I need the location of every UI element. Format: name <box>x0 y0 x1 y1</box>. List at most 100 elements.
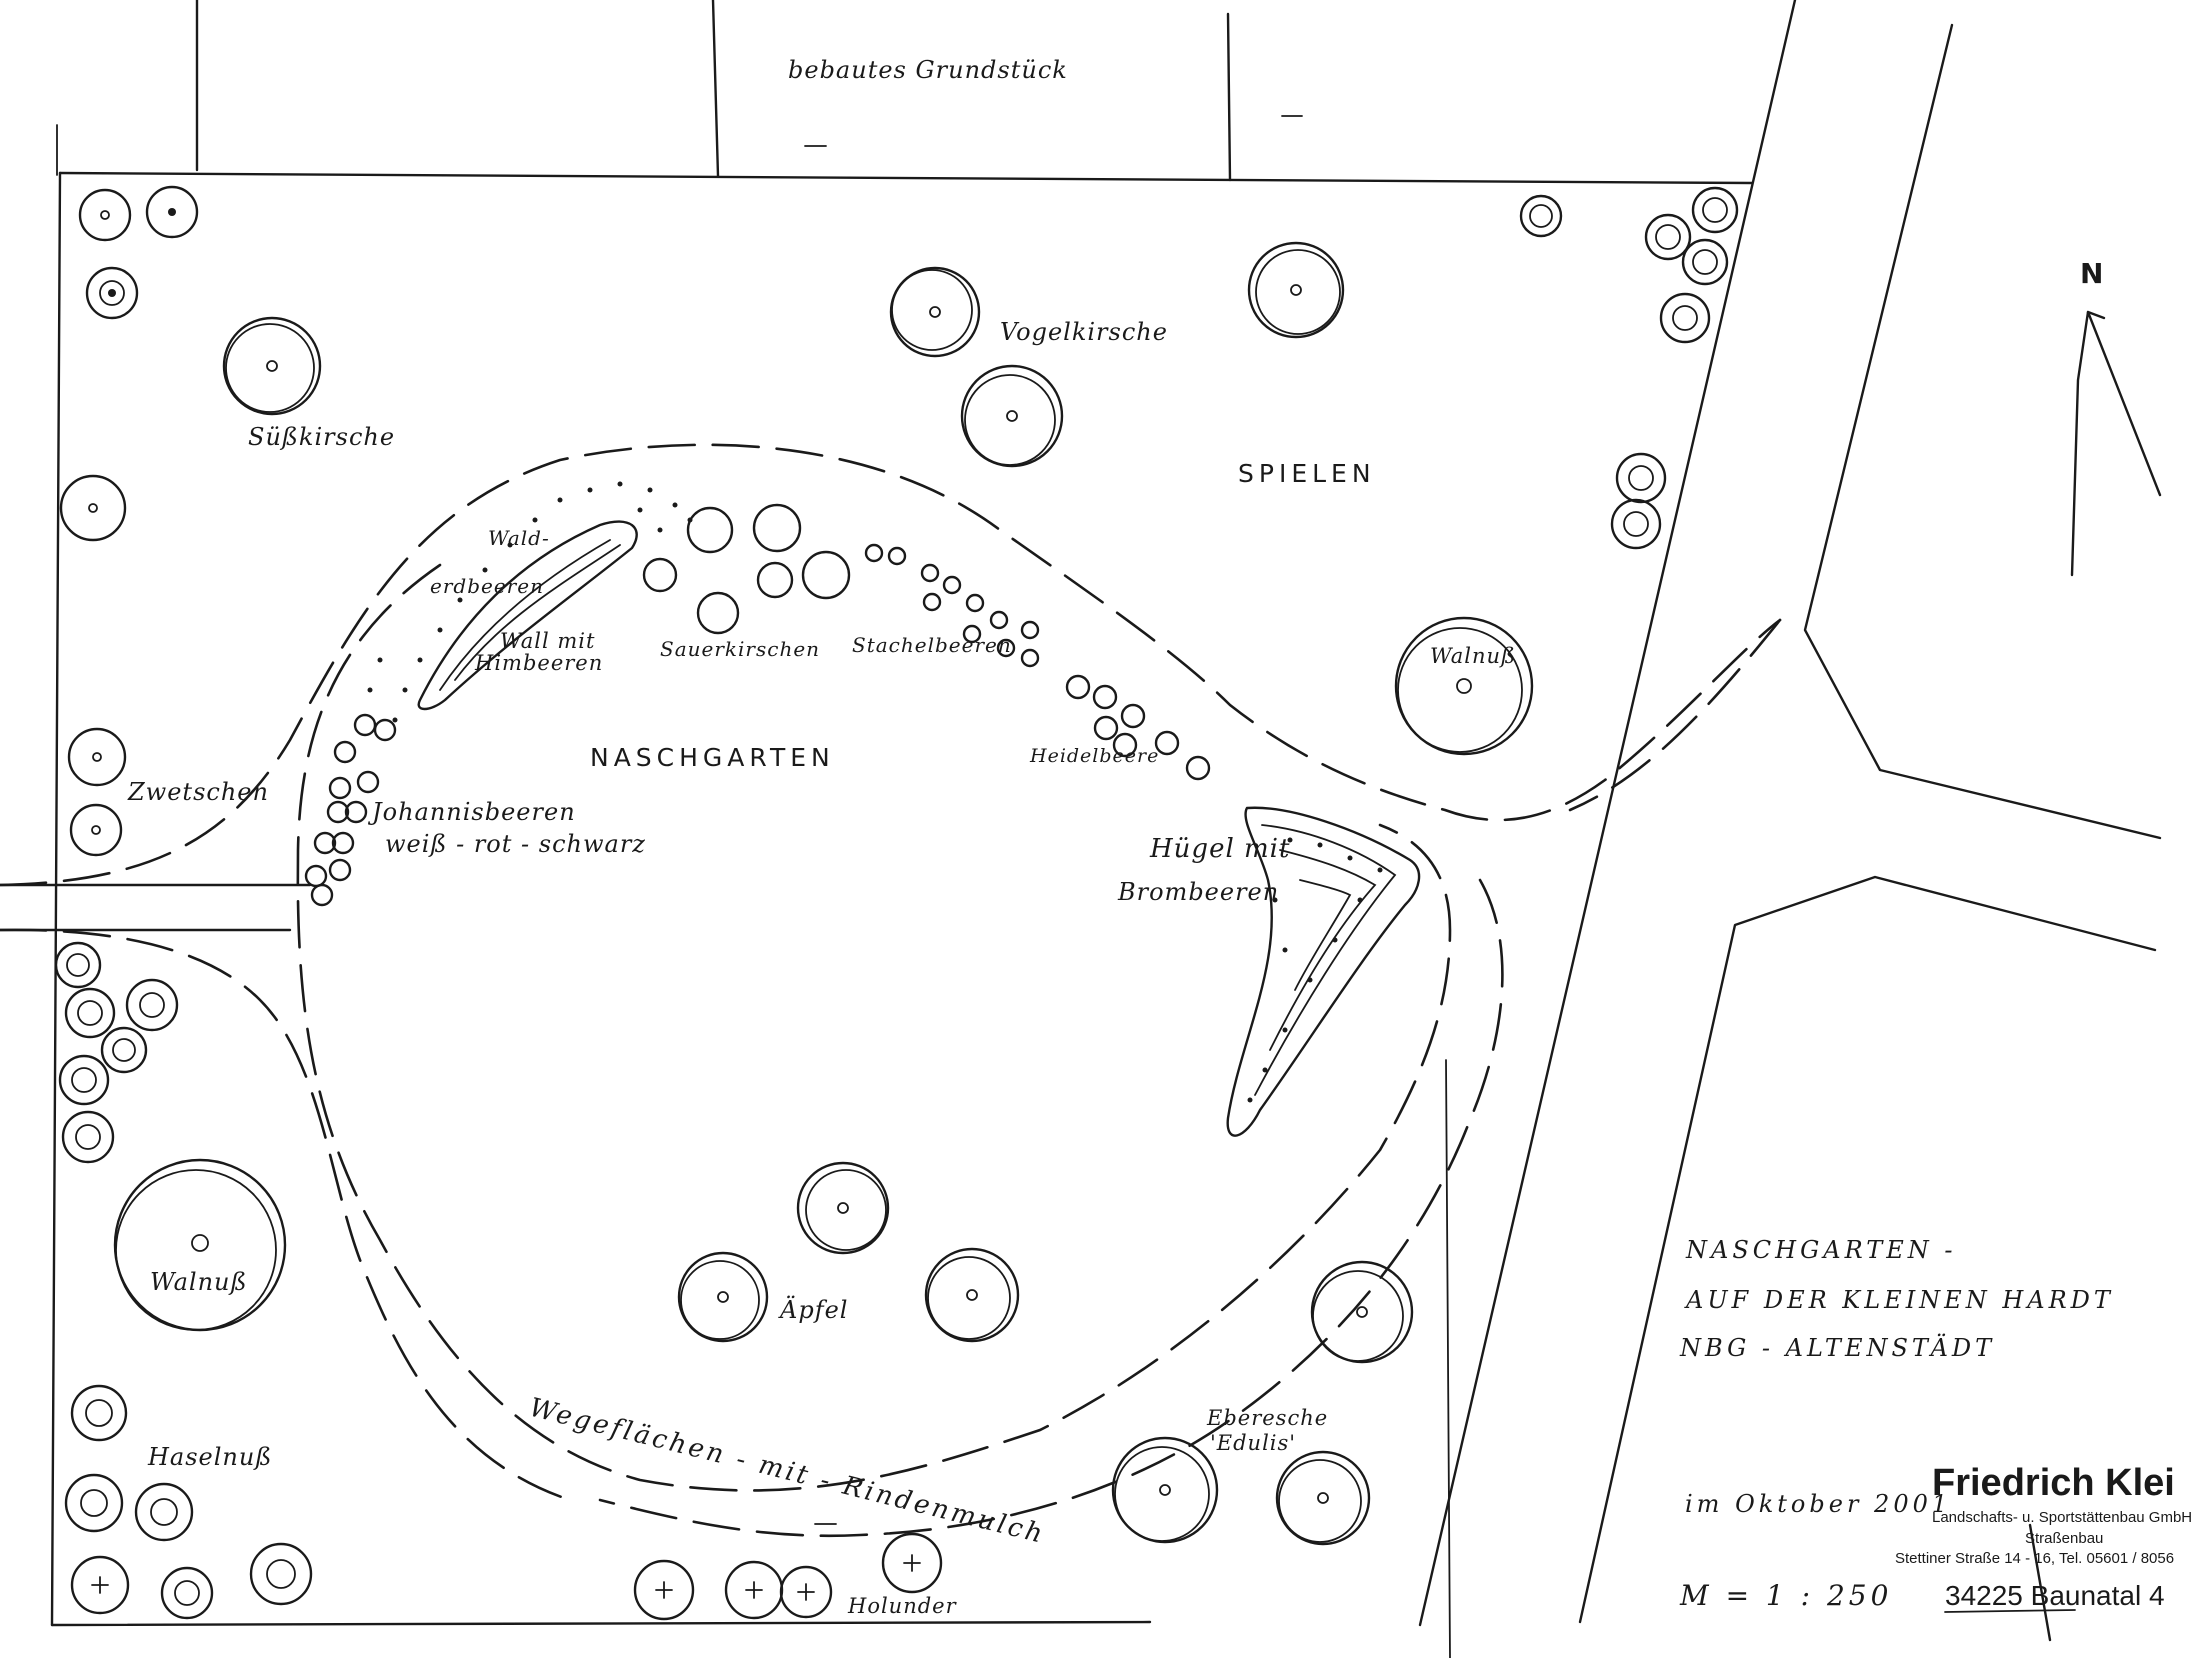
shrub-icon <box>1615 452 1667 504</box>
stamp-company: Friedrich Klei <box>1932 1462 2175 1504</box>
shrub-icon <box>100 1026 148 1074</box>
path-network <box>0 443 1782 1538</box>
company-stamp: Friedrich Klei Landschafts- u. Sportstät… <box>1895 1462 2192 1642</box>
tree-icon <box>1310 1260 1414 1364</box>
shrub-icon <box>1659 292 1711 344</box>
shrub-haselnuss-icon <box>160 1566 214 1620</box>
label-naschgarten: NASCHGARTEN <box>590 743 835 772</box>
tree-zwetsche-icon <box>69 803 123 857</box>
shrub-stachelbeere-icon <box>864 543 1040 668</box>
tree-apfel-icon <box>796 1161 890 1255</box>
label-johannisbeeren-2: weiß - rot - schwarz <box>385 830 646 858</box>
tree-small-icon <box>145 185 199 239</box>
tree-sauerkirsche-icon <box>756 561 794 599</box>
raspberry-mound <box>417 520 638 711</box>
shrub-icon <box>1681 238 1729 286</box>
path-lower-left <box>0 928 572 1502</box>
shrub-icon <box>1644 213 1692 261</box>
shrub-icon <box>1519 194 1563 238</box>
shrub-holunder-icon <box>881 1532 943 1594</box>
shrub-icon <box>58 1054 110 1106</box>
label-holunder: Holunder <box>847 1594 958 1618</box>
title-line-1: NASCHGARTEN - <box>1685 1236 1956 1264</box>
tree-sauerkirsche-icon <box>686 506 734 554</box>
shrub-johannisbeere-icon <box>304 713 397 907</box>
shrub-icon <box>1691 186 1739 234</box>
shrub-holunder-icon <box>633 1559 695 1621</box>
north-arrow: N <box>2070 257 2162 577</box>
tree-apfel-icon <box>677 1251 769 1343</box>
shrub-holunder-icon <box>70 1555 130 1615</box>
shrub-icon <box>1610 498 1662 550</box>
label-stachelbeeren: Stachelbeeren <box>852 633 1012 657</box>
label-zwetschen: Zwetschen <box>127 778 269 806</box>
tree-sauerkirsche-icon <box>752 503 802 553</box>
label-sauerkirschen: Sauerkirschen <box>660 637 820 661</box>
shrub-haselnuss-icon <box>70 1384 128 1442</box>
shrub-icon <box>85 266 139 320</box>
shrub-holunder-icon <box>724 1560 784 1620</box>
label-eberesche-1: Eberesche <box>1206 1406 1328 1430</box>
tree-icon <box>1247 241 1345 339</box>
tree-small-icon <box>59 474 127 542</box>
title-line-2: AUF DER KLEINEN HARDT <box>1684 1286 2114 1314</box>
label-plot: bebautes Grundstück <box>788 56 1068 84</box>
path-lower-right <box>598 878 1504 1538</box>
tree-eberesche-icon <box>1111 1436 1219 1544</box>
tree-sauerkirsche-icon <box>801 550 851 600</box>
label-walderdbeeren-1: Wald- <box>488 526 550 550</box>
title-block: NASCHGARTEN - AUF DER KLEINEN HARDT NBG … <box>1679 1236 2114 1612</box>
shrub-icon <box>64 987 116 1039</box>
path-outer <box>0 443 1782 887</box>
property-lines <box>0 0 1754 1658</box>
shrub-haselnuss-icon <box>134 1482 194 1542</box>
stamp-line-3: Stettiner Straße 14 - 16, Tel. 05601 / 8… <box>1895 1550 2174 1567</box>
stipple-dots <box>367 481 1383 1103</box>
tree-vogelkirsche-icon <box>960 364 1064 468</box>
label-wall-2: Himbeeren <box>474 651 603 675</box>
label-aepfel: Äpfel <box>778 1295 848 1324</box>
tick-marks <box>804 115 1303 1525</box>
shrub-icon <box>125 978 179 1032</box>
stamp-underline <box>1944 1609 2076 1613</box>
shrub-heidelbeere-icon <box>1065 674 1211 781</box>
label-walnuss-bottom: Walnuß <box>150 1268 248 1296</box>
tree-small-icon <box>78 188 132 242</box>
stamp-line-1: Landschafts- u. Sportstättenbau GmbH <box>1932 1509 2192 1526</box>
label-walnuss-top: Walnuß <box>1430 644 1516 668</box>
title-line-3: NBG - ALTENSTÄDT <box>1679 1333 1995 1362</box>
stamp-city: 34225 Baunatal 4 <box>1945 1580 2165 1611</box>
tree-sauerkirsche-icon <box>642 557 678 593</box>
path-inner <box>296 563 1452 1492</box>
plan-date: im Oktober 2001 <box>1685 1490 1951 1518</box>
label-spielen: SPIELEN <box>1238 459 1376 488</box>
label-huegel-1: Hügel mit <box>1149 834 1290 864</box>
north-label: N <box>2080 257 2103 290</box>
tree-suesskirsche-icon <box>222 316 322 416</box>
label-wall-1: Wall mit <box>500 629 595 653</box>
label-johannisbeeren-1: Johannisbeeren <box>367 798 576 826</box>
label-haselnuss: Haselnuß <box>147 1443 272 1471</box>
road <box>1418 0 2162 1627</box>
label-suesskirsche: Süßkirsche <box>248 423 395 451</box>
plants <box>54 185 1739 1621</box>
shrub-icon <box>61 1110 115 1164</box>
label-walderdbeeren-2: erdbeeren <box>430 574 544 598</box>
signature-mark <box>2028 1523 2052 1642</box>
shrub-holunder-icon <box>779 1565 833 1619</box>
shrub-haselnuss-icon <box>249 1542 313 1606</box>
tree-apfel-icon <box>924 1247 1020 1343</box>
shrub-icon <box>54 941 102 989</box>
label-huegel-2: Brombeeren <box>1117 878 1279 906</box>
label-wegeflaechen: Wegeflächen - mit - Rindenmulch <box>526 1393 1048 1550</box>
plan-scale: M = 1 : 250 <box>1679 1579 1892 1612</box>
blackberry-mound <box>1226 806 1421 1137</box>
label-eberesche-2: 'Edulis' <box>1210 1431 1296 1455</box>
tree-walnuss-icon <box>1394 616 1534 756</box>
tree-zwetsche-icon <box>67 727 127 787</box>
shrub-haselnuss-icon <box>64 1473 124 1533</box>
stamp-line-2: Straßenbau <box>2025 1530 2103 1547</box>
tree-vogelkirsche-icon <box>889 266 981 358</box>
path-right-connector <box>1568 618 1782 812</box>
